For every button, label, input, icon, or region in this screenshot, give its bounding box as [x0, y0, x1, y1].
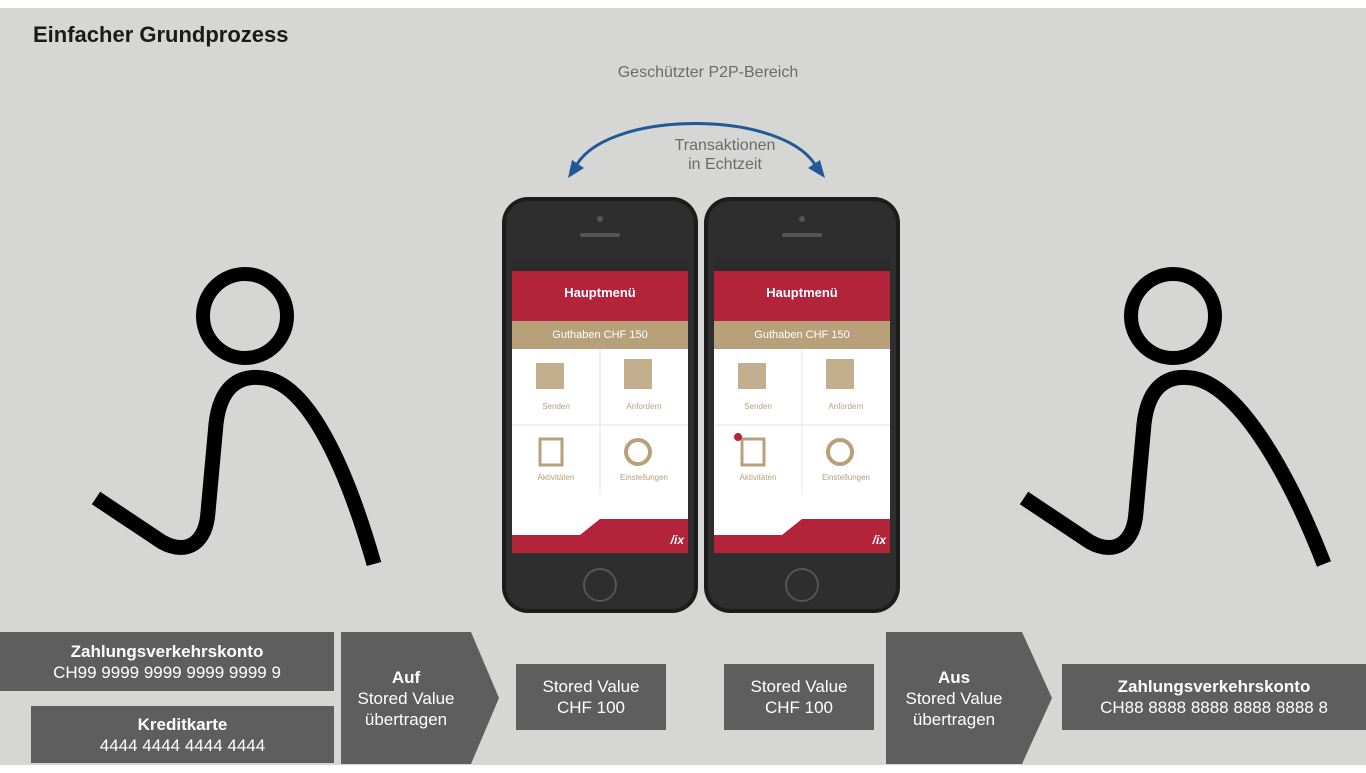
- phone-right-header: Hauptmenü: [766, 285, 838, 300]
- left-stored-value-line2: CHF 100: [556, 698, 626, 717]
- phone-right-menu-send[interactable]: Senden: [744, 402, 772, 411]
- right-stored-value-line1: Stored Value: [750, 677, 848, 696]
- right-arrow-line2: Stored Value: [905, 688, 1003, 708]
- realtime-transaction-arrow: [568, 122, 825, 178]
- left-account-title: Zahlungsverkehrskonto: [70, 641, 264, 661]
- left-card-box: Kreditkarte 4444 4444 4444 4444: [31, 706, 334, 763]
- phone-left-graphic: [502, 197, 698, 613]
- right-account-number: CH88 8888 8888 8888 8888 8: [1100, 698, 1328, 717]
- right-account-box: Zahlungsverkehrskonto CH88 8888 8888 888…: [1062, 664, 1366, 730]
- left-stored-value-box: Stored Value CHF 100: [516, 664, 666, 730]
- phone-right-menu-request[interactable]: Anfordern: [828, 402, 864, 411]
- left-arrow-line1: Auf: [391, 667, 421, 687]
- phone-left-menu-send[interactable]: Senden: [542, 402, 570, 411]
- left-transfer-arrow: Auf Stored Value übertragen: [341, 632, 471, 764]
- right-account-title: Zahlungsverkehrskonto: [1117, 677, 1311, 696]
- phone-right-menu-activity[interactable]: Aktivitäten: [739, 473, 777, 482]
- left-transfer-arrow-shape: [341, 632, 499, 764]
- left-arrow-line2: Stored Value: [357, 688, 455, 708]
- phone-right-menu-settings[interactable]: Einstellungen: [821, 473, 871, 482]
- protected-area-label: Geschützter P2P-Bereich: [617, 64, 799, 81]
- left-card-number: 4444 4444 4444 4444: [99, 735, 266, 755]
- transaction-label: Transaktionen in Echtzeit: [600, 136, 850, 174]
- right-transfer-arrow: Aus Stored Value übertragen: [886, 632, 1022, 764]
- right-stored-value-box: Stored Value CHF 100: [724, 664, 874, 730]
- diagram-canvas: Einfacher Grundprozess Geschützter P2P-B…: [0, 8, 1366, 765]
- right-stored-value-line2: CHF 100: [764, 698, 834, 717]
- left-account-box: Zahlungsverkehrskonto CH99 9999 9999 999…: [0, 632, 334, 691]
- phone-left: Hauptmenü Guthaben CHF 150 Senden Anford…: [500, 195, 700, 615]
- phone-right-graphic: [704, 197, 900, 613]
- left-stored-value-line1: Stored Value: [542, 677, 640, 696]
- right-transfer-arrow-shape: [886, 632, 1052, 764]
- right-arrow-line1: Aus: [937, 667, 971, 687]
- left-card-title: Kreditkarte: [137, 714, 228, 734]
- diagram-title: Einfacher Grundprozess: [33, 22, 289, 47]
- transaction-label-line1: Transaktionen: [674, 137, 776, 154]
- phone-right-brand-logo: /ix: [872, 533, 886, 547]
- phone-left-balance[interactable]: Guthaben CHF 150: [552, 329, 648, 341]
- phone-left-menu-settings[interactable]: Einstellungen: [619, 473, 669, 482]
- left-arrow-line3: übertragen: [364, 709, 448, 729]
- phone-left-menu-request[interactable]: Anfordern: [626, 402, 662, 411]
- left-person-icon: [91, 267, 382, 567]
- left-account-number: CH99 9999 9999 9999 9999 9: [53, 662, 281, 682]
- phone-left-brand-logo: /ix: [670, 533, 684, 547]
- phone-right: Hauptmenü Guthaben CHF 150 Senden Anford…: [702, 195, 902, 615]
- transaction-label-line2: in Echtzeit: [688, 156, 762, 173]
- right-arrow-line3: übertragen: [912, 709, 996, 729]
- right-person-icon: [1019, 267, 1331, 567]
- phone-left-header: Hauptmenü: [564, 285, 636, 300]
- phone-left-menu-activity[interactable]: Aktivitäten: [537, 473, 575, 482]
- phone-right-balance[interactable]: Guthaben CHF 150: [754, 329, 850, 341]
